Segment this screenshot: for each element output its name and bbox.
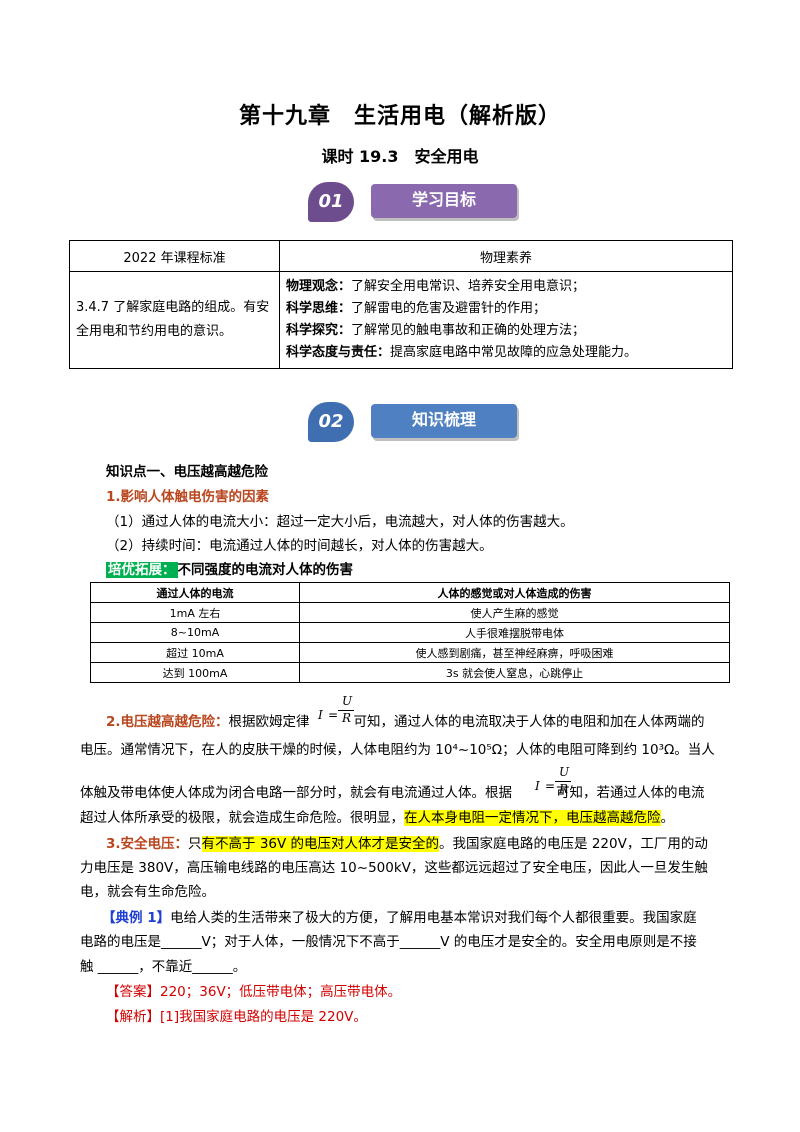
literacy-item: 科学态度与责任：提高家庭电路中常见故障的应急处理能力。 (286, 345, 638, 360)
example-tag: 【典例 1】 (102, 910, 171, 926)
literacy-list: 物理观念：了解安全用电常识、培养安全用电意识； 科学思维：了解雷电的危害及避雷针… (279, 271, 733, 369)
table-row: 1mA 左右使人产生麻的感觉 (90, 602, 730, 623)
section-number: 02 (308, 402, 354, 442)
para-line: 3.安全电压：只有不高于 36V 的电压对人体才是安全的。我国家庭电路的电压是 … (106, 836, 708, 852)
kp-heading: 知识点一、电压越高越危险 (106, 464, 268, 480)
kp-line: （1）通过人体的电流大小：超过一定大小后，电流越大，对人体的伤害越大。 (106, 514, 574, 530)
example-line: 【典例 1】电给人类的生活带来了极大的方便，了解用电基本常识对我们每个人都很重要… (102, 910, 697, 926)
literacy-item: 科学思维：了解雷电的危害及避雷针的作用； (286, 301, 547, 316)
extension-heading: 培优拓展：不同强度的电流对人体的伤害 (106, 562, 353, 578)
analysis-line: 【解析】[1]我国家庭电路的电压是 220V。 (106, 1009, 367, 1025)
para-line: 2.电压越高越危险：根据欧姆定律可知，通过人体的电流取决于人体的电阻和加在人体两… (106, 714, 705, 730)
table-header: 2022 年课程标准 (69, 240, 280, 272)
para-line: 超过人体所承受的极限，就会造成生命危险。很明显，在人本身电阻一定情况下，电压越高… (80, 810, 674, 826)
para-line: 电压。通常情况下，在人的皮肤干燥的时候，人体电阻约为 10⁴~10⁵Ω；人体的电… (80, 742, 715, 758)
literacy-item: 物理观念：了解安全用电常识、培养安全用电意识； (286, 279, 586, 294)
example-line: 电路的电压是______V；对于人体，一般情况下不高于______V 的电压才是… (80, 934, 697, 950)
page-title: 第十九章 生活用电（解析版） (238, 104, 561, 129)
highlight: 有不高于 36V 的电压对人体才是安全的 (201, 836, 440, 852)
example-line: 触 ______，不靠近______。 (80, 959, 247, 975)
para-line: 电，就会有生命危险。 (80, 884, 215, 900)
table-header: 物理素养 (279, 240, 733, 272)
literacy-item: 科学探究：了解常见的触电事故和正确的处理方法； (286, 323, 586, 338)
section-label-knowledge: 知识梳理 (371, 404, 517, 438)
section-number: 01 (308, 182, 354, 222)
para-line: 力电压是 380V，高压输电线路的电压高达 10~500kV，这些都远远超过了安… (80, 860, 708, 876)
section-badge-02: 02 (308, 402, 368, 442)
kp-line: （2）持续时间：电流通过人体的时间越长，对人体的伤害越大。 (106, 538, 493, 554)
page-subtitle: 课时 19.3 安全用电 (321, 147, 479, 166)
standard-text: 3.4.7 了解家庭电路的组成。有安全用电和节约用电的意识。 (69, 271, 280, 369)
extension-tag: 培优拓展： (106, 562, 178, 578)
highlight: 在人本身电阻一定情况下，电压越高越危险 (404, 810, 661, 826)
para-line: 体触及带电体使人体成为闭合电路一部分时，就会有电流通过人体。根据可知，若通过人体… (80, 785, 705, 801)
answer-line: 【答案】220；36V；低压带电体；高压带电体。 (106, 984, 402, 1000)
table-header: 通过人体的电流 (90, 582, 300, 603)
section-badge-01: 01 (308, 182, 368, 222)
kp-subheading: 1.影响人体触电伤害的因素 (106, 489, 270, 505)
table-header: 人体的感觉或对人体造成的伤害 (299, 582, 730, 603)
standards-table: 2022 年课程标准 物理素养 3.4.7 了解家庭电路的组成。有安全用电和节约… (69, 240, 733, 369)
section-label-goals: 学习目标 (371, 184, 517, 218)
current-effects-table: 通过人体的电流 人体的感觉或对人体造成的伤害 1mA 左右使人产生麻的感觉 8~… (90, 582, 730, 683)
